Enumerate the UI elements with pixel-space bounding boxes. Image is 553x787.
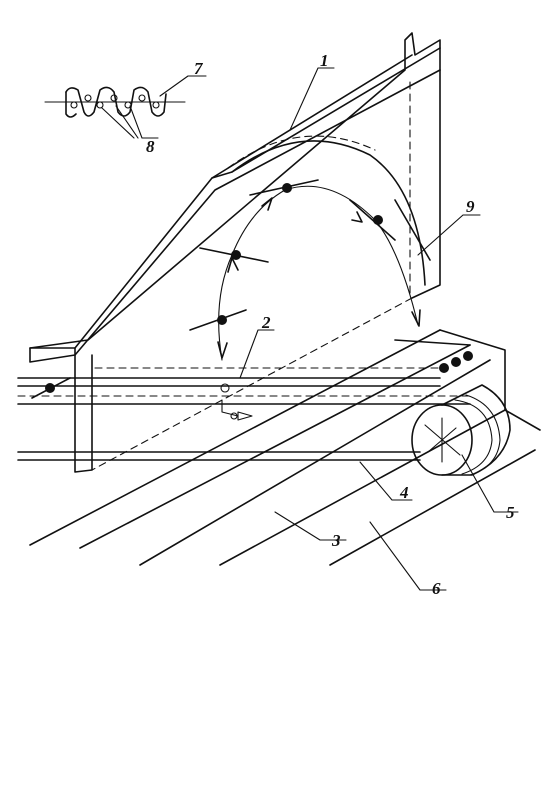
drum [411,384,511,476]
product-dot [217,315,227,325]
base-lines [329,409,541,566]
label-transfer-point: 2 [261,313,271,332]
product-dot [45,383,55,393]
part-labels: 1 9 2 7 8 4 5 3 6 [146,51,515,598]
product-dot [373,215,383,225]
arc-guide [227,135,431,286]
label-arc-guide: 9 [466,197,475,216]
product-dot [231,250,241,260]
product-dot [439,363,449,373]
label-drum: 5 [506,503,515,522]
product-dot [463,351,473,361]
product-dot [282,183,292,193]
chain-detail [44,86,186,118]
product-dot [451,357,461,367]
product-trajectory [31,179,421,399]
label-frame: 1 [320,51,329,70]
belt [29,329,506,566]
transfer-point [220,383,253,421]
label-belt: 4 [399,483,409,502]
label-links: 8 [146,137,155,156]
label-ground-line: 3 [331,531,341,550]
label-base: 6 [432,579,441,598]
leader-lines [101,67,519,591]
label-chain: 7 [194,59,204,78]
